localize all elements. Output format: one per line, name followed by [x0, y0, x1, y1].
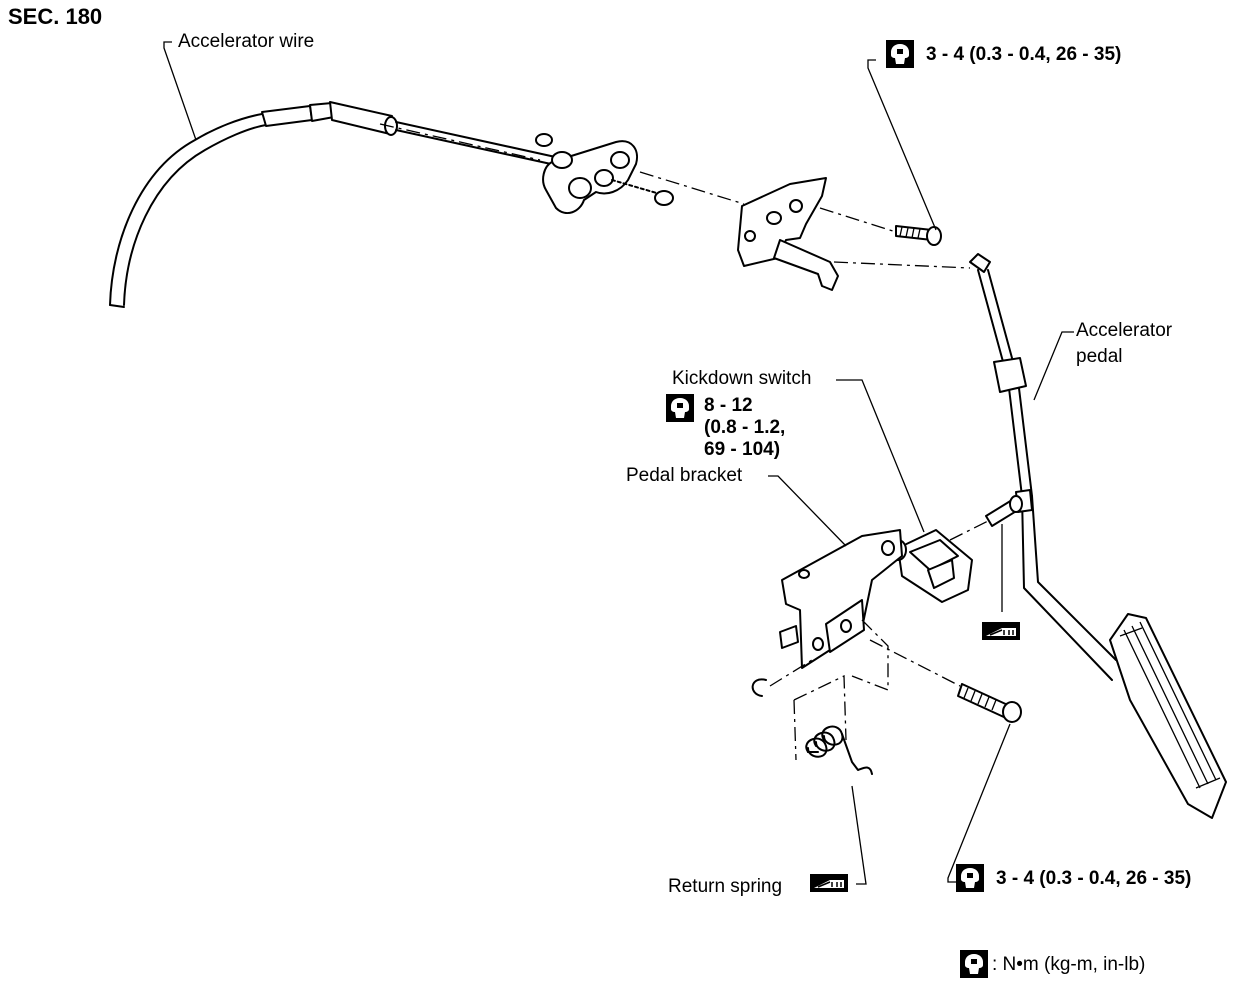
accelerator-wire-label: Accelerator wire	[178, 31, 314, 52]
top-bolt	[895, 225, 942, 246]
accelerator-pedal-label-line1: Accelerator	[1076, 320, 1173, 341]
accelerator-wire-leader	[163, 41, 197, 141]
alignment-line	[769, 659, 813, 687]
lower-bolt-torque: 3 - 4 (0.3 - 0.4, 26 - 35)	[996, 868, 1191, 889]
alignment-line	[819, 207, 897, 233]
kickdown-switch	[889, 529, 973, 603]
return-spring-leader	[851, 785, 867, 885]
alignment-line	[869, 639, 961, 687]
kickdown-torque-line3: 69 - 104)	[704, 439, 780, 460]
accelerator-pedal-leader	[1033, 331, 1074, 401]
pedal-bracket	[779, 529, 903, 761]
pedal-bracket-label: Pedal bracket	[626, 465, 743, 486]
lever-bracket	[737, 177, 839, 291]
accelerator-wire	[109, 101, 561, 308]
top-bolt-torque: 3 - 4 (0.3 - 0.4, 26 - 35)	[926, 44, 1121, 65]
torque-wrench-icon	[666, 394, 694, 422]
kickdown-torque-line2: (0.8 - 1.2,	[704, 417, 785, 438]
kickdown-switch-label: Kickdown switch	[672, 368, 811, 389]
legend-text: : N•m (kg-m, in-lb)	[992, 954, 1145, 975]
alignment-line	[639, 171, 745, 205]
kickdown-torque-line1: 8 - 12	[704, 395, 753, 416]
alignment-line	[833, 261, 971, 269]
kickdown-switch-leader	[836, 379, 925, 533]
wire-end-link	[535, 133, 674, 215]
return-spring	[805, 725, 873, 775]
alignment-line	[379, 123, 541, 161]
torque-wrench-icon	[886, 40, 914, 68]
lower-bolt-leader	[947, 723, 1011, 883]
return-spring-label: Return spring	[668, 876, 782, 897]
grease-icon	[809, 873, 849, 893]
top-bolt-leader	[867, 59, 937, 231]
pivot-pin	[985, 495, 1023, 612]
lower-bolt	[957, 683, 1022, 723]
torque-wrench-icon	[956, 864, 984, 892]
torque-wrench-icon	[960, 950, 988, 978]
accelerator-pedal-label-line2: pedal	[1076, 346, 1123, 367]
pedal-bracket-leader	[768, 475, 847, 547]
section-title: SEC. 180	[8, 4, 102, 29]
alignment-line	[949, 519, 991, 541]
e-clip	[751, 678, 767, 697]
grease-icon	[981, 621, 1021, 641]
